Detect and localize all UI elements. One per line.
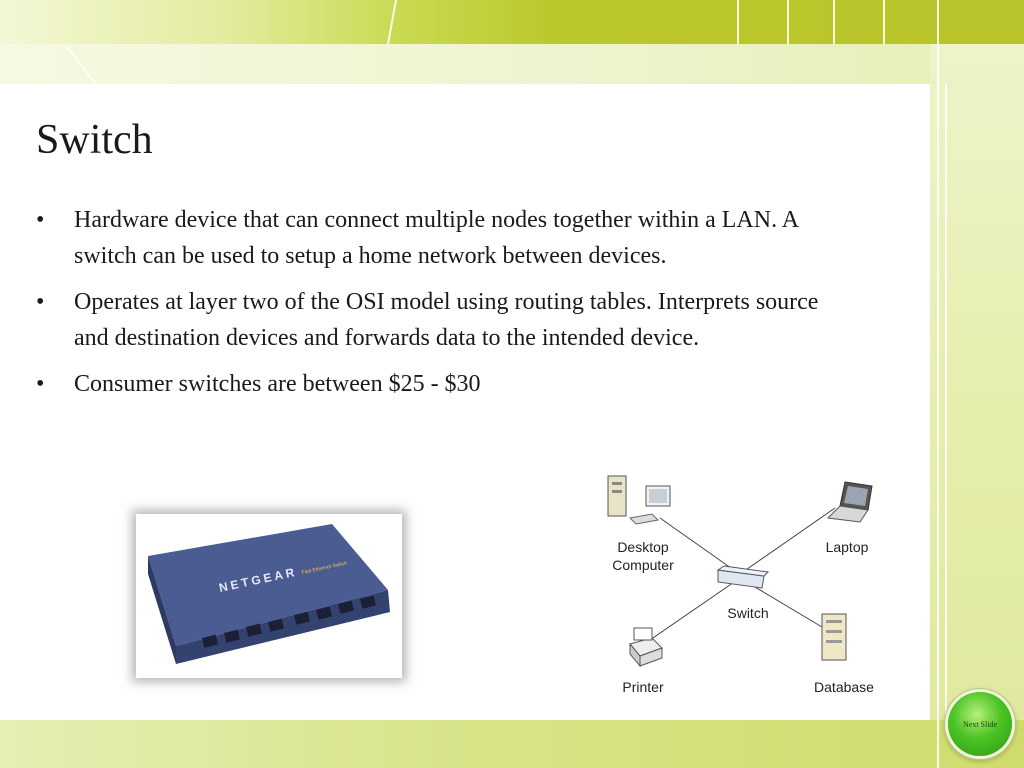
printer-icon [629, 627, 663, 668]
diagram-label-desktop-line2: Computer [612, 557, 674, 573]
bullet-text: Operates at layer two of the OSI model u… [74, 289, 819, 351]
diagram-label-database: Database [814, 679, 874, 695]
switch-photo: NETGEAR Fast Ethernet Switch [136, 514, 402, 678]
bullet-text: Hardware device that can connect multipl… [74, 207, 798, 269]
bullet-marker: • [36, 207, 45, 233]
diagram-label-switch: Switch [727, 605, 769, 621]
top-decor-band-light [0, 44, 1024, 88]
bullet-item: • Operates at layer two of the OSI model… [36, 284, 846, 356]
bullet-list: • Hardware device that can connect multi… [36, 202, 846, 412]
next-slide-label: Next Slide [963, 719, 997, 729]
diagram-label-printer: Printer [622, 679, 664, 695]
bullet-marker: • [36, 289, 45, 315]
desktop-computer-icon [607, 475, 671, 525]
switch-device-icon [716, 565, 770, 589]
bullet-text: Consumer switches are between $25 - $30 [74, 371, 481, 397]
slide-title: Switch [36, 117, 153, 163]
database-icon [821, 613, 847, 661]
laptop-icon [826, 481, 873, 523]
next-slide-button[interactable]: Next Slide [948, 692, 1012, 756]
network-diagram: Desktop Computer Laptop Switch Printer D… [590, 468, 890, 698]
bullet-item: • Hardware device that can connect multi… [36, 202, 846, 274]
top-decor-band [0, 0, 1024, 44]
bullet-marker: • [36, 371, 45, 397]
diagram-label-laptop: Laptop [825, 539, 869, 555]
diagram-label-desktop-line1: Desktop [617, 539, 669, 555]
diagram-label-desktop: Desktop Computer [590, 538, 696, 574]
netgear-switch-image: NETGEAR Fast Ethernet Switch [148, 524, 390, 664]
bottom-decor-band [0, 720, 1024, 768]
bullet-item: • Consumer switches are between $25 - $3… [36, 366, 846, 402]
